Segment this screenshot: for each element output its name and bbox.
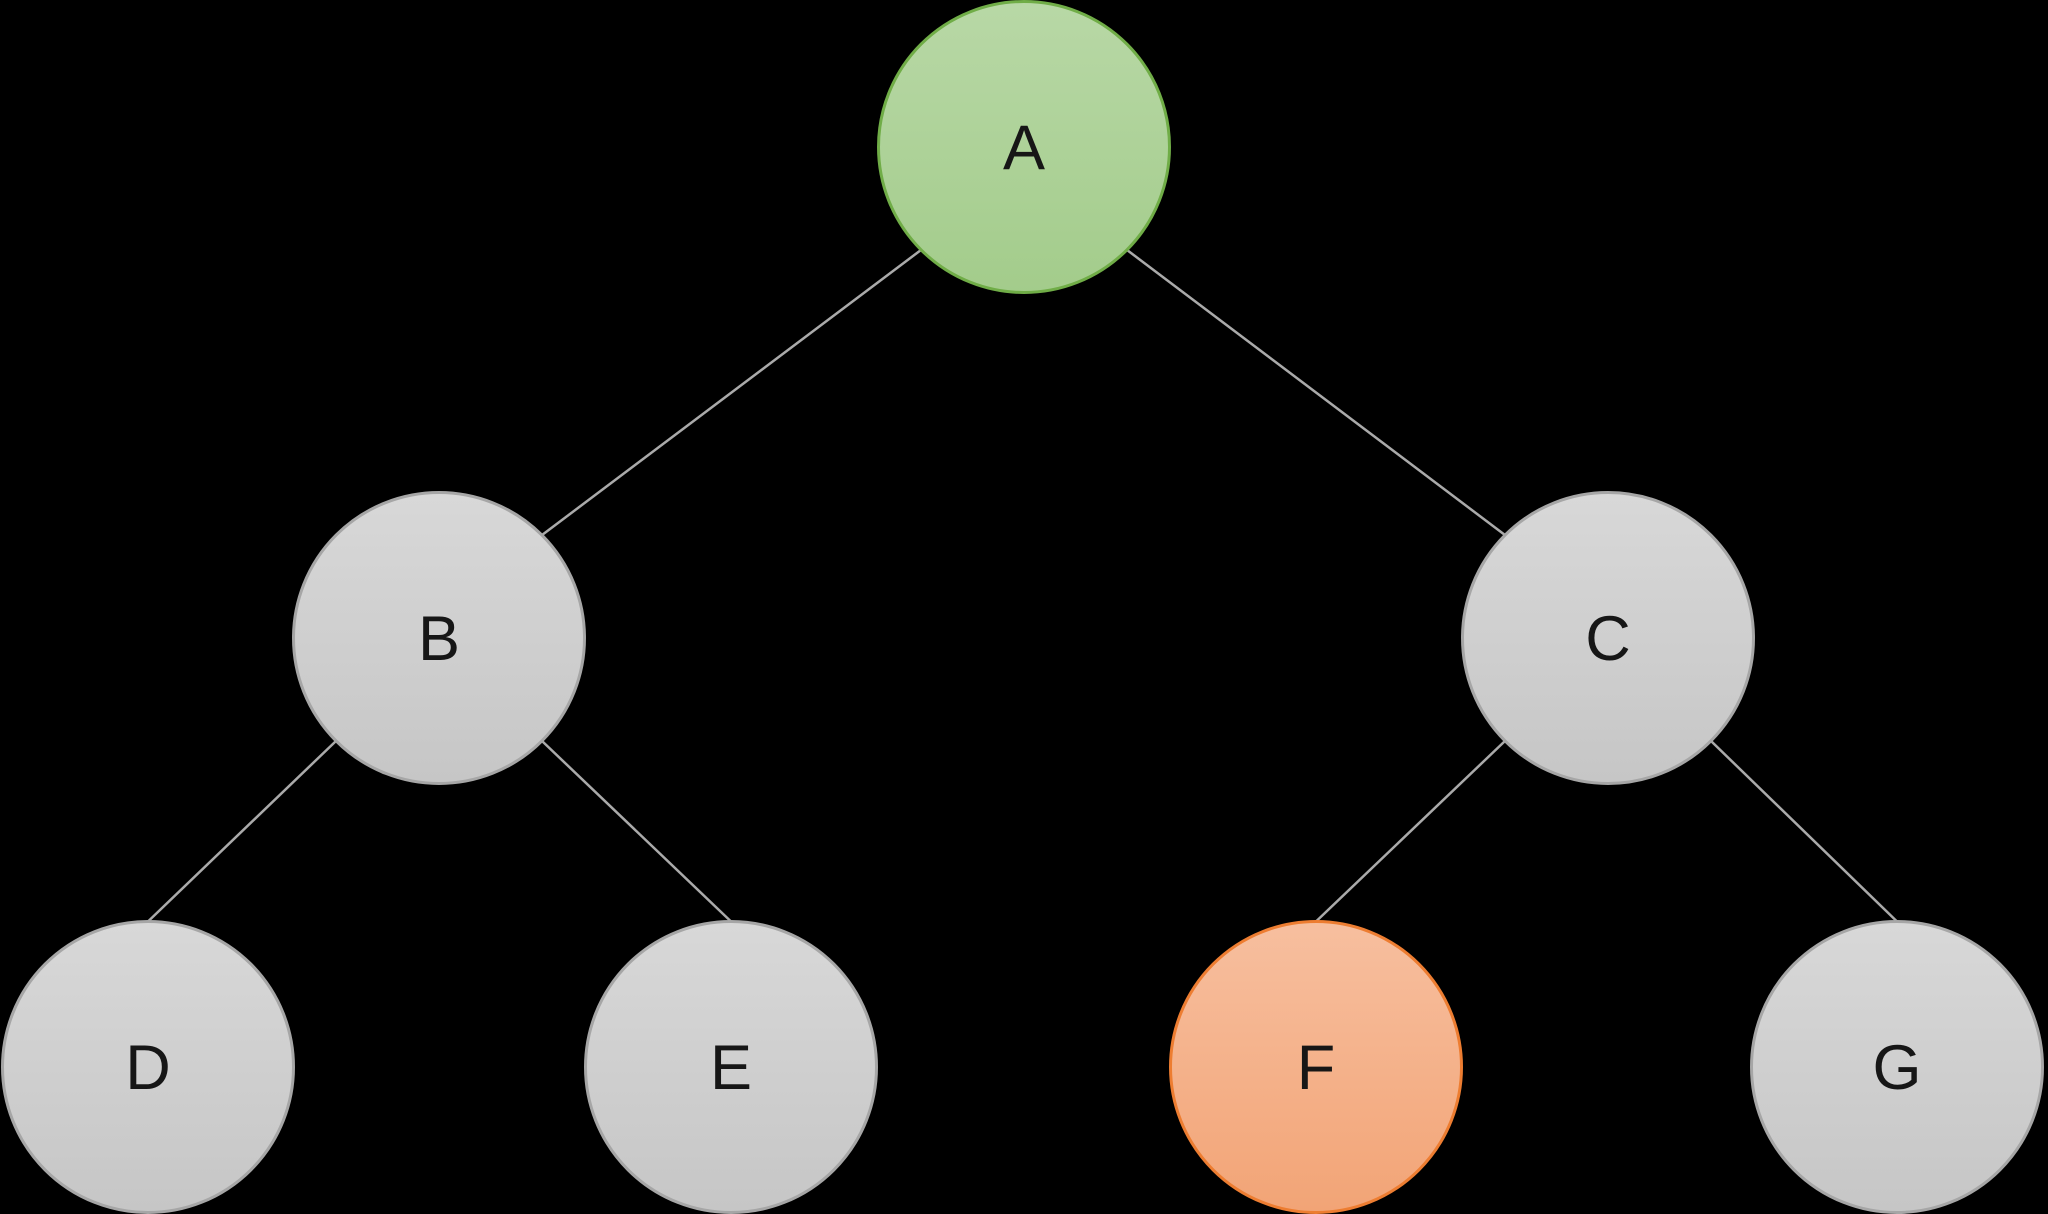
node-label-C: C xyxy=(1585,604,1631,674)
node-circle-C xyxy=(1461,491,1755,785)
node-D: D xyxy=(1,920,295,1214)
edge-C-F xyxy=(1315,739,1506,923)
node-B: B xyxy=(292,491,586,785)
node-circle-E xyxy=(584,920,878,1214)
node-label-E: E xyxy=(710,1033,752,1103)
node-C: C xyxy=(1461,491,1755,785)
node-label-A: A xyxy=(1003,113,1045,183)
node-F: F xyxy=(1169,920,1463,1214)
node-circle-B xyxy=(292,491,586,785)
node-circle-A xyxy=(877,0,1171,294)
edge-A-B xyxy=(541,248,922,537)
edge-C-G xyxy=(1710,739,1898,923)
node-circle-D xyxy=(1,920,295,1214)
node-A: A xyxy=(877,0,1171,294)
node-label-B: B xyxy=(418,604,460,674)
node-label-D: D xyxy=(125,1033,171,1103)
node-circle-G xyxy=(1750,920,2044,1214)
edge-layer xyxy=(147,248,1898,923)
edge-A-C xyxy=(1126,248,1506,537)
node-circle-F xyxy=(1169,920,1463,1214)
node-G: G xyxy=(1750,920,2044,1214)
node-label-G: G xyxy=(1872,1033,1921,1103)
edge-B-E xyxy=(541,739,732,923)
node-label-F: F xyxy=(1297,1033,1335,1103)
node-E: E xyxy=(584,920,878,1214)
edge-B-D xyxy=(147,739,337,923)
